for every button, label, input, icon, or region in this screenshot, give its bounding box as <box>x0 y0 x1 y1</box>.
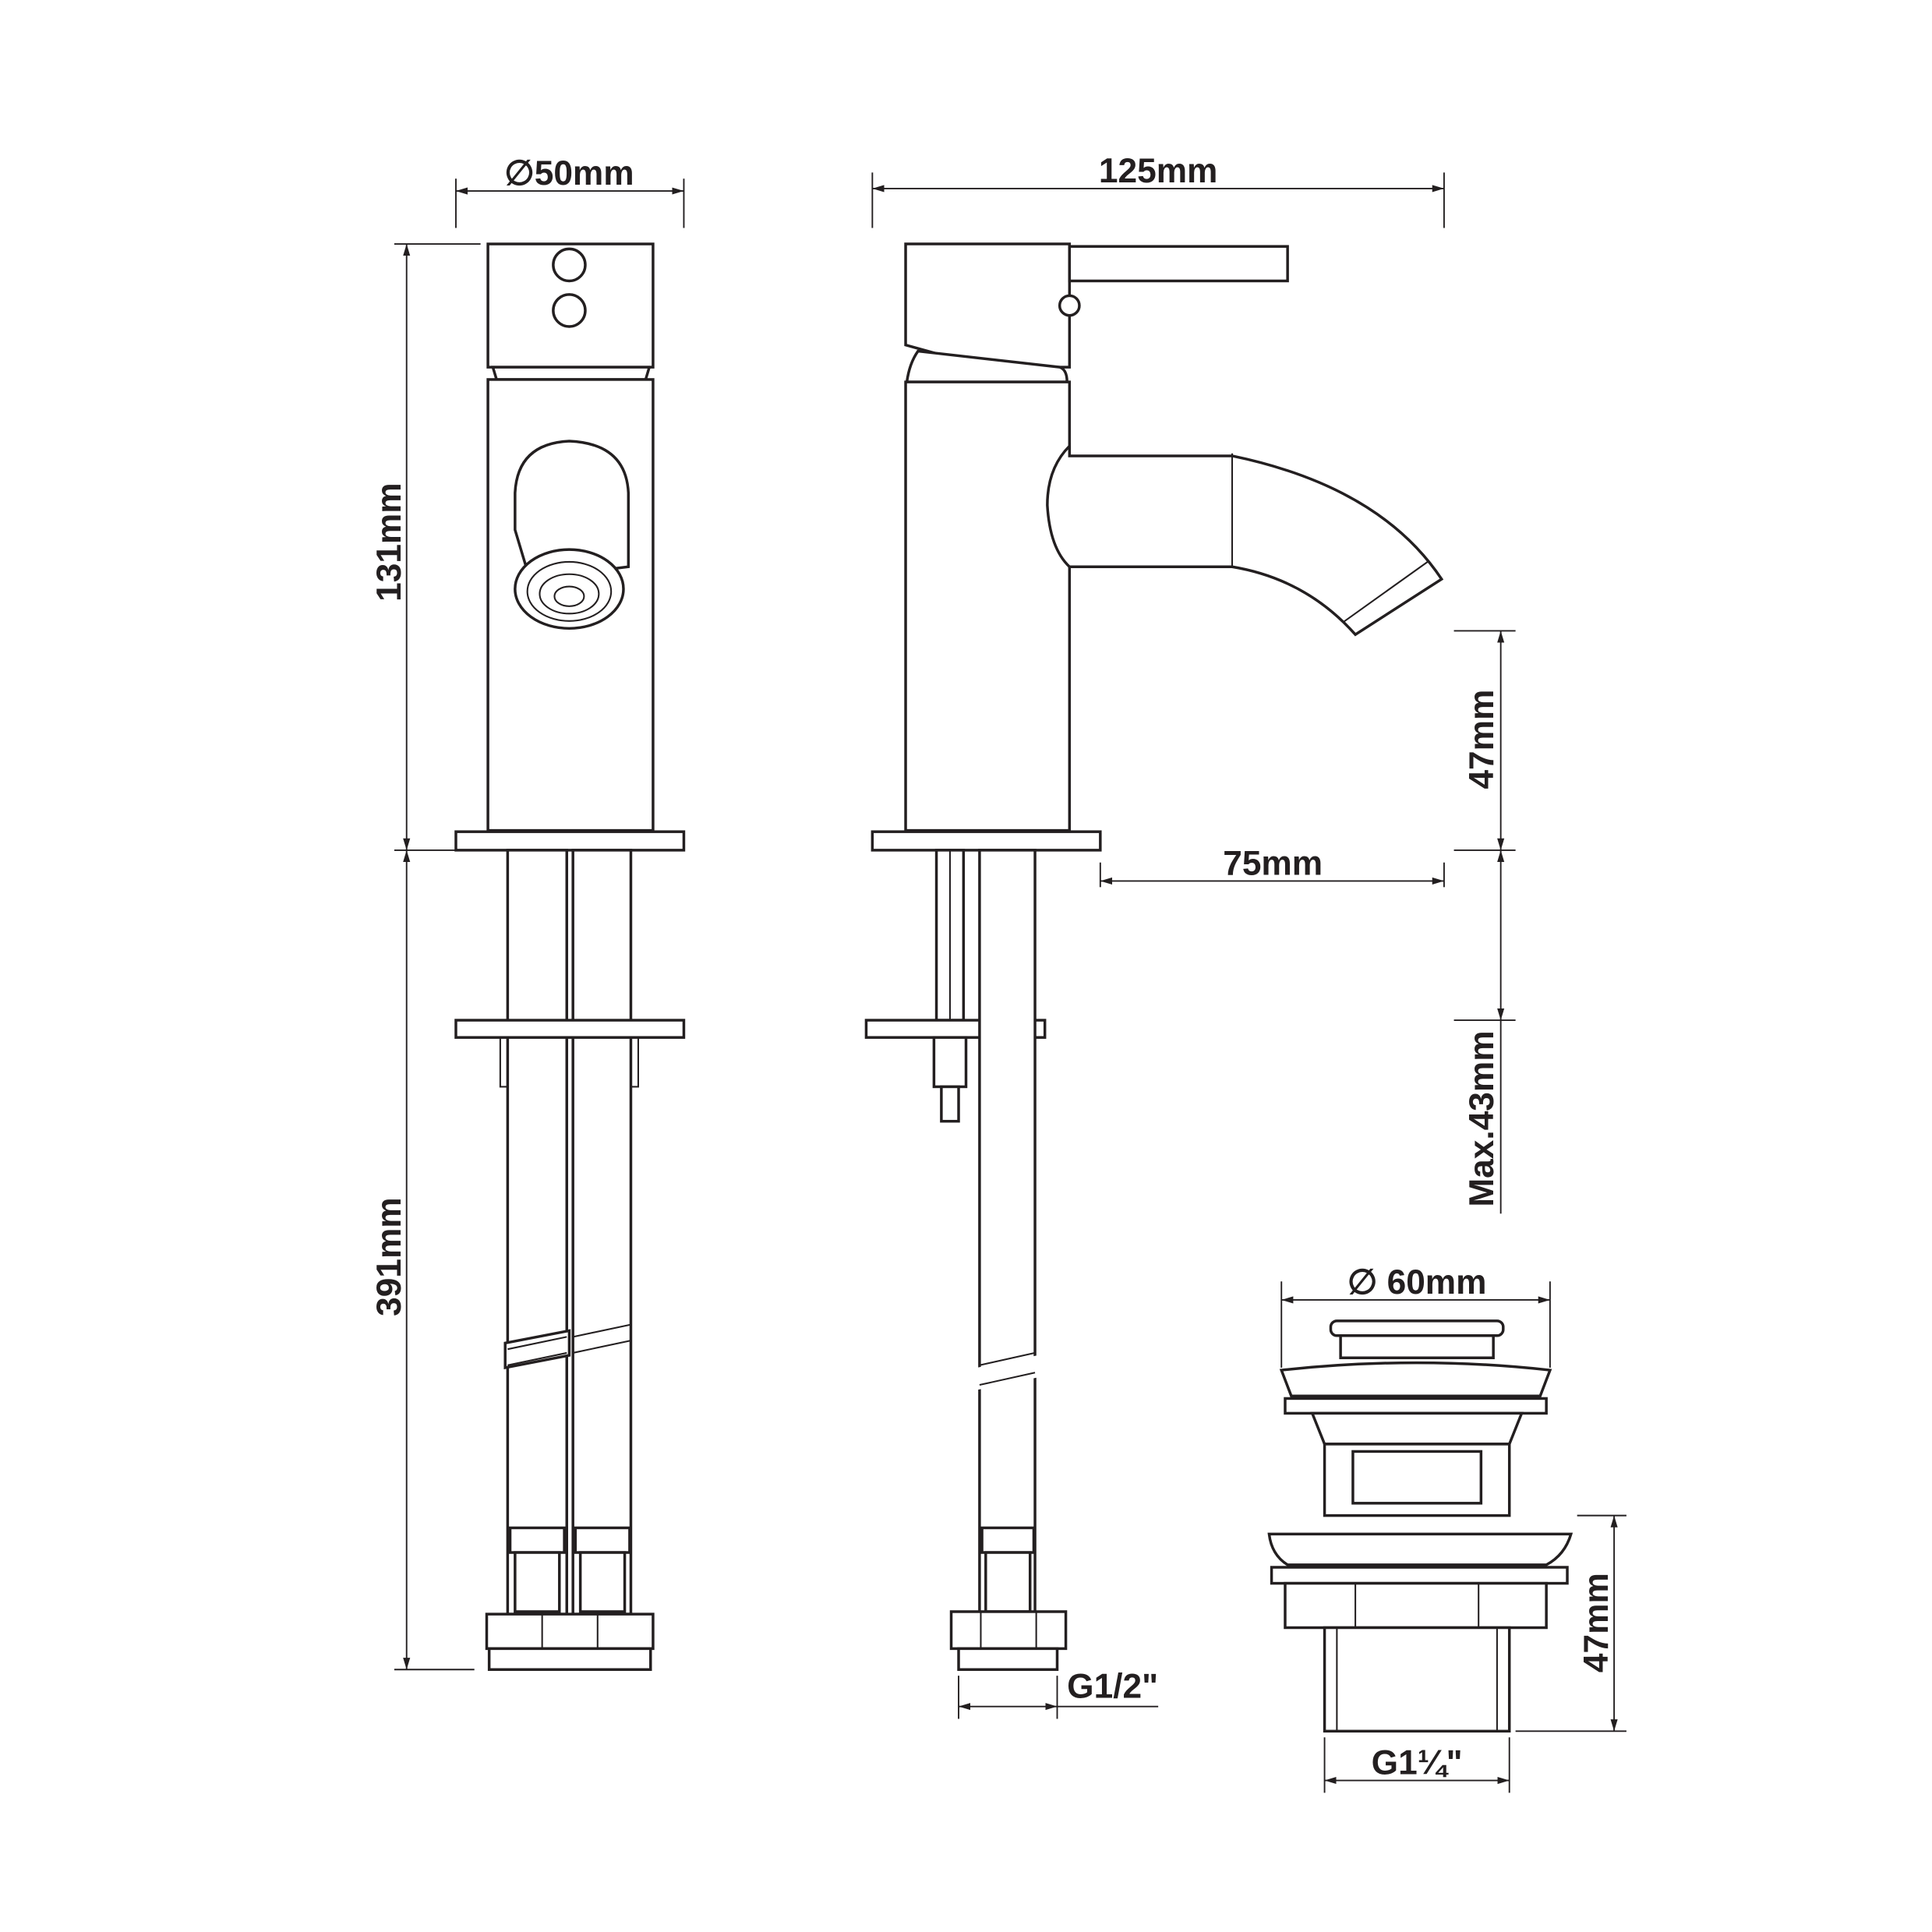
pop-up-waste <box>1267 1319 1574 1733</box>
hose-thread-label: G1/2" <box>1067 1668 1158 1706</box>
length-125-label: 125mm <box>1099 152 1218 190</box>
max-deck-label: Max.43mm <box>1463 1030 1501 1206</box>
handle-screw-icon <box>552 293 587 328</box>
spout-reach-label: 75mm <box>1223 845 1323 883</box>
dimension-lines <box>394 172 1626 1793</box>
dimension-labels: ∅50mm 125mm 131mm 391mm 47mm 75mm Max.43… <box>370 152 1616 1782</box>
front-view-tap <box>454 242 686 1671</box>
height-131-label: 131mm <box>370 482 408 602</box>
side-view-tap <box>864 242 1444 1671</box>
diameter-50-label: ∅50mm <box>504 154 634 192</box>
lever-handle <box>1068 245 1289 283</box>
waste-thread-label: G1¼" <box>1372 1744 1463 1782</box>
hose-391-label: 391mm <box>370 1197 408 1316</box>
spout-height-label: 47mm <box>1463 690 1501 789</box>
waste-height-label: 47mm <box>1577 1573 1616 1672</box>
handle-screw-icon <box>552 247 587 283</box>
waste-diameter-label: ∅ 60mm <box>1347 1263 1487 1302</box>
